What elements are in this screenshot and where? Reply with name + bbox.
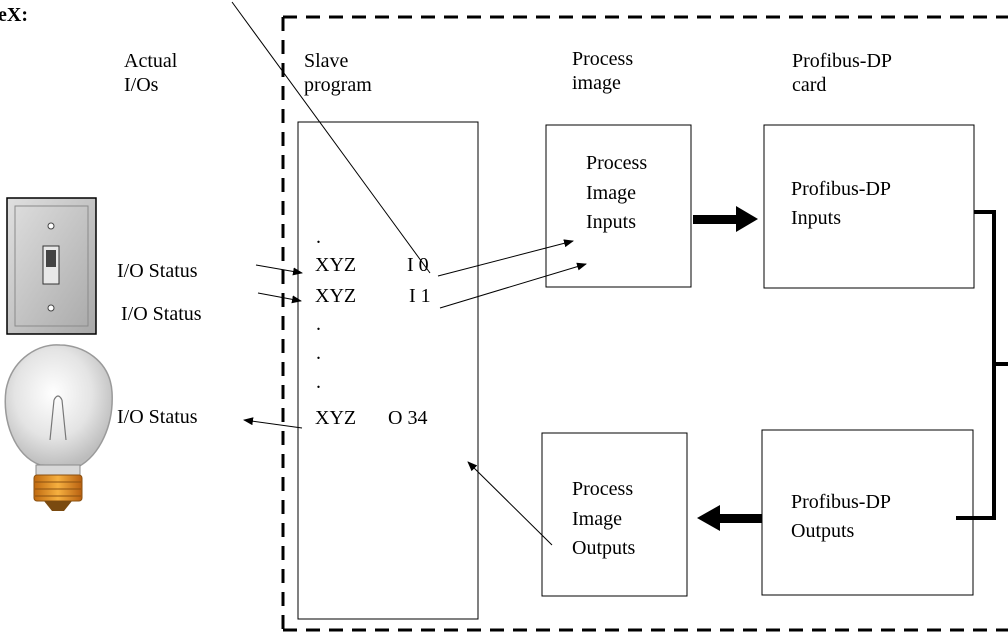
column-header-process-image-line2: image xyxy=(572,72,621,94)
process-image-inputs-box xyxy=(545,124,692,288)
switch-status-arrow-2 xyxy=(257,292,302,304)
program-line-i1-addr: I 1 xyxy=(409,285,431,307)
i1-to-image-arrow xyxy=(439,262,587,309)
io-status-switch-1: I/O Status xyxy=(117,260,198,282)
output-to-lamp-arrow xyxy=(243,417,303,429)
switch-status-arrow-1 xyxy=(255,264,303,276)
column-header-actual-ios-line2: I/Os xyxy=(124,74,159,96)
pi-inputs-label-1: Process xyxy=(586,152,648,174)
column-header-slave-program-line2: program xyxy=(304,74,372,96)
dp-inputs-label-1: Profibus-DP xyxy=(791,178,892,200)
column-header-process-image-line1: Process xyxy=(572,48,634,70)
program-dot: . xyxy=(316,371,321,393)
program-line-o34-addr: O 34 xyxy=(388,407,428,429)
slave-boundary xyxy=(281,15,1008,632)
program-line-i0-addr: I 0 xyxy=(407,254,429,276)
pi-outputs-label-2: Image xyxy=(572,508,622,530)
outputs-transfer-arrow xyxy=(697,505,762,531)
dp-inputs-label-2: Inputs xyxy=(791,207,841,229)
corner-label: eX: xyxy=(0,4,28,26)
column-header-actual-ios-line1: Actual xyxy=(124,50,178,72)
i0-to-image-arrow xyxy=(437,239,574,277)
pi-inputs-label-2: Image xyxy=(586,182,636,204)
program-line-i0-name: XYZ xyxy=(315,254,357,276)
program-line-i1-name: XYZ xyxy=(315,285,357,307)
inputs-transfer-arrow xyxy=(693,206,758,232)
io-status-lamp: I/O Status xyxy=(117,406,198,428)
image-outputs-to-program-arrow xyxy=(467,461,553,546)
pi-outputs-label-1: Process xyxy=(572,478,634,500)
profibus-dp-outputs-box xyxy=(761,429,974,596)
dp-outputs-label-2: Outputs xyxy=(791,520,855,542)
column-header-slave-program-line1: Slave xyxy=(304,50,349,72)
program-dot: . xyxy=(316,226,321,248)
profibus-dp-inputs-box xyxy=(763,124,975,289)
annotation-pointer-line xyxy=(231,1,431,274)
wall-switch-icon xyxy=(6,197,97,335)
program-dot: . xyxy=(316,313,321,335)
column-header-profibus-card-line2: card xyxy=(792,74,827,96)
column-header-profibus-card-line1: Profibus-DP xyxy=(792,50,893,72)
pi-inputs-label-3: Inputs xyxy=(586,211,636,233)
process-image-outputs-box xyxy=(541,432,688,597)
program-line-o34-name: XYZ xyxy=(315,407,357,429)
profibus-bus-line xyxy=(956,210,996,520)
slave-program-box xyxy=(297,121,479,620)
pi-outputs-label-3: Outputs xyxy=(572,537,636,559)
io-status-switch-2: I/O Status xyxy=(121,303,202,325)
dp-outputs-label-1: Profibus-DP xyxy=(791,491,892,513)
light-bulb-icon xyxy=(4,344,113,511)
program-dot: . xyxy=(316,342,321,364)
